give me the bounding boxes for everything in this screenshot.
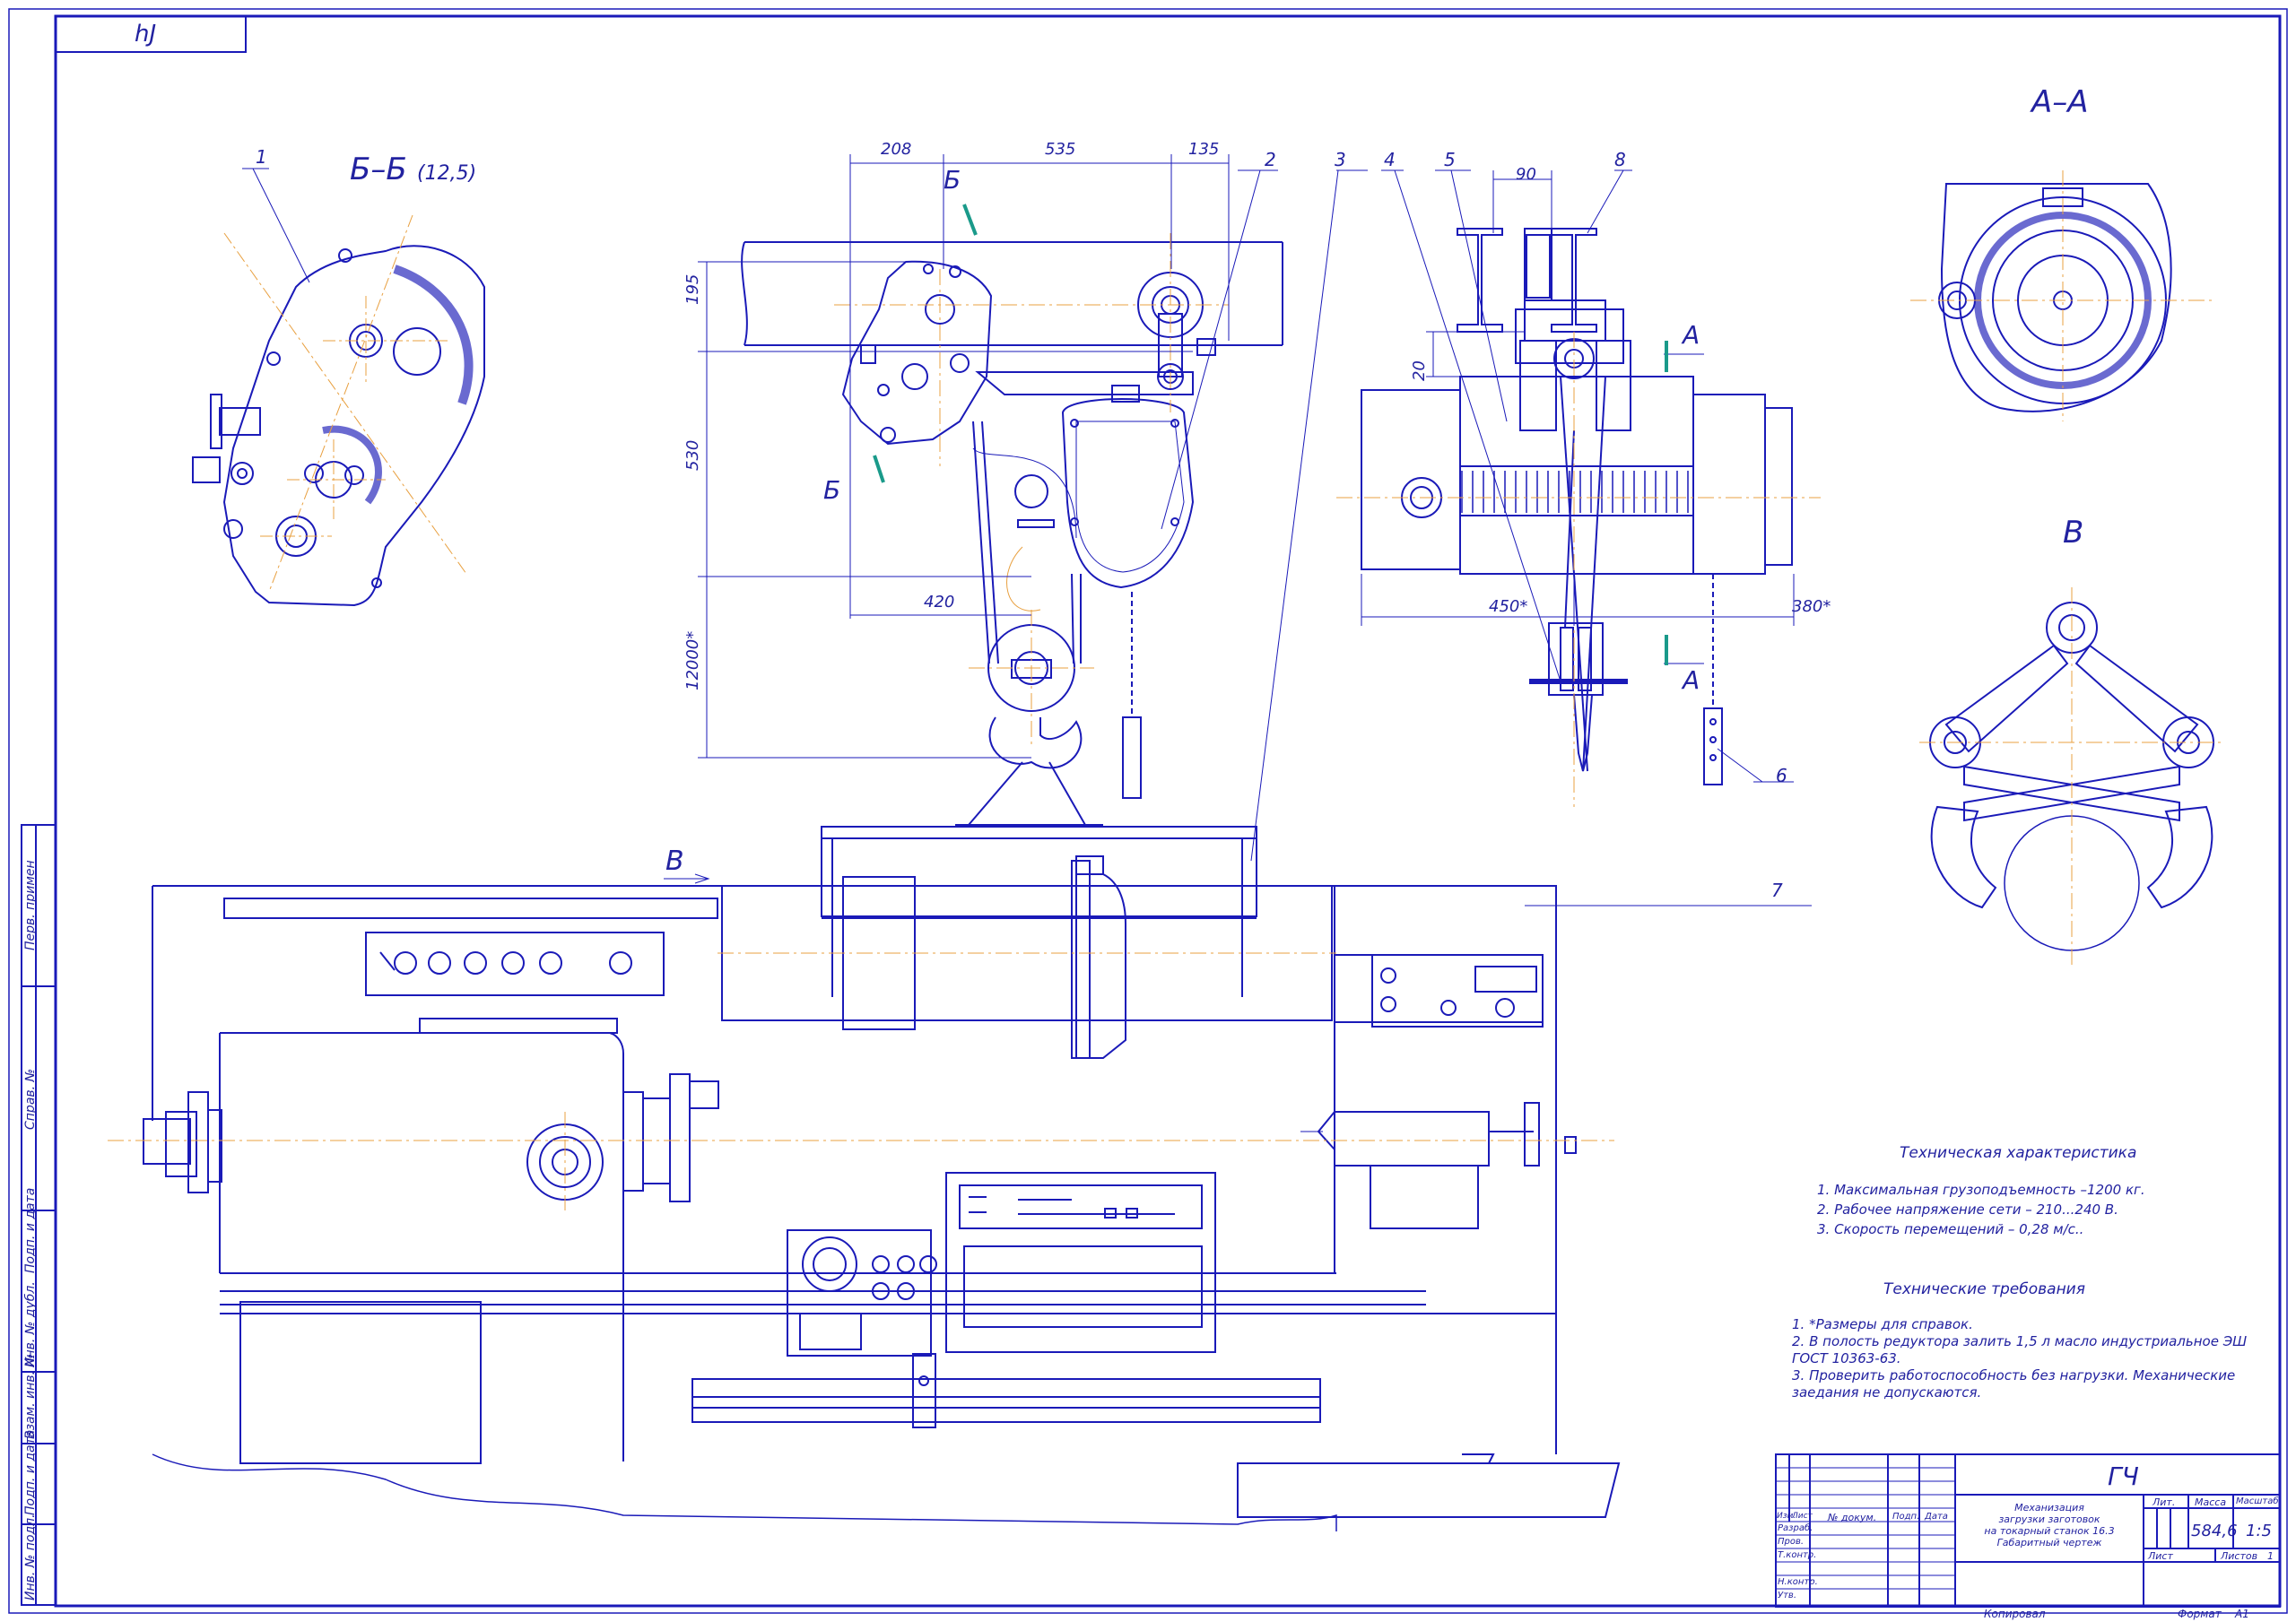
- tech-req-item-2: 2. В полость редуктора залить 1,5 л масл…: [1792, 1333, 2248, 1366]
- leader-8: 8: [1614, 149, 1626, 170]
- side-label-repl-inv: Взам. инв. №: [23, 1354, 38, 1439]
- cut-mark-b-top: Б: [944, 165, 961, 195]
- tb-sheet-label: Лист: [2148, 1550, 2173, 1562]
- tech-req-item-3: 3. Проверить работоспособность без нагру…: [1792, 1367, 2236, 1401]
- side-strip: [21, 824, 57, 1606]
- view-v-arrow-label: В: [665, 846, 684, 877]
- leader-5: 5: [1444, 149, 1456, 170]
- section-bb-gearbox: [192, 245, 485, 607]
- tb-header-date: Дата: [1925, 1512, 1948, 1522]
- section-bb-title: Б–Б: [350, 152, 407, 187]
- tb-header-mass: Масса: [2195, 1496, 2227, 1508]
- dim-12000: 12000*: [683, 631, 702, 690]
- tb-header-izm: Изм.: [1777, 1512, 1796, 1521]
- cut-plane-marks: [873, 204, 1668, 665]
- tech-req-item-1: 1. *Размеры для справок.: [1792, 1316, 1973, 1332]
- dim-530: 530: [683, 440, 702, 471]
- tb-header-list: Лист: [1792, 1512, 1813, 1521]
- side-label-sign-date-2: Подп. и дата: [23, 1430, 38, 1515]
- tech-req-list: 1. *Размеры для справок. 2. В полость ре…: [1792, 1316, 2258, 1401]
- drum-windings: [1461, 471, 1689, 513]
- dim-380: 380*: [1792, 597, 1831, 616]
- leader-1: 1: [256, 146, 267, 168]
- inner-frame: [54, 14, 2282, 1608]
- tb-header-sign: Подп.: [1892, 1512, 1920, 1522]
- tb-sheets-label: Листов: [2221, 1550, 2258, 1562]
- cut-mark-a-bottom: А: [1681, 665, 1700, 695]
- title-block-lines: [1775, 1453, 2281, 1608]
- tech-req-heading: Технические требования: [1883, 1280, 2085, 1298]
- dimension-lines: [242, 154, 1812, 906]
- view-v-title: В: [2063, 515, 2083, 551]
- leader-7: 7: [1771, 880, 1783, 901]
- title-line-4: Габаритный чертеж: [1996, 1537, 2102, 1548]
- dim-90: 90: [1516, 165, 1536, 184]
- leader-4: 4: [1384, 149, 1396, 170]
- tech-char-item-1: 1. Максимальная грузоподъемность –1200 к…: [1817, 1182, 2145, 1198]
- dim-208: 208: [881, 140, 911, 159]
- title-line-2: загрузки заготовок: [1998, 1514, 2100, 1525]
- dim-135: 135: [1188, 140, 1219, 159]
- side-view-hoist: [1361, 228, 1793, 575]
- cut-mark-b-bottom: Б: [823, 475, 840, 505]
- tb-sheets-value: 1: [2267, 1550, 2274, 1562]
- tb-scale-value: 1:5: [2246, 1522, 2272, 1540]
- center-lines: [108, 170, 2224, 1210]
- title-line-1: Механизация: [2014, 1502, 2084, 1514]
- side-label-orig-inv: Инв. № подл.: [23, 1514, 38, 1600]
- leader-6: 6: [1776, 765, 1787, 786]
- tb-header-scale: Масштаб: [2236, 1496, 2279, 1506]
- front-view-hoist: [741, 241, 1283, 826]
- tech-char-item-2: 2. Рабочее напряжение сети – 210...240 В…: [1817, 1201, 2118, 1218]
- section-bb-scale: (12,5): [417, 162, 476, 185]
- side-label-first-use: Перв. примен: [23, 860, 38, 950]
- corner-stamp-box: [55, 15, 247, 53]
- dim-420: 420: [924, 593, 954, 612]
- section-aa: [1938, 183, 2172, 412]
- dim-20: 20: [1410, 360, 1429, 381]
- side-label-ref-no: Справ. №: [23, 1069, 38, 1130]
- cut-mark-a-top: А: [1681, 320, 1700, 350]
- tb-role-norm-control: Н.контр.: [1778, 1577, 1818, 1587]
- corner-stamp: hJ: [135, 21, 156, 48]
- dim-450: 450*: [1489, 597, 1527, 616]
- lathe: [143, 826, 1621, 1531]
- tb-role-approved: Утв.: [1778, 1591, 1796, 1600]
- leader-2: 2: [1265, 149, 1276, 170]
- side-label-dup-inv: Инв. № дубл.: [23, 1281, 38, 1367]
- tb-header-doc: № докум.: [1828, 1512, 1877, 1523]
- side-strip-labels: Перв. примен Справ. № Подп. и дата Инв. …: [23, 860, 38, 1600]
- tech-char-item-3: 3. Скорость перемещений – 0,28 м/с..: [1817, 1221, 2084, 1237]
- tb-role-checked: Пров.: [1778, 1537, 1805, 1547]
- leader-3: 3: [1335, 149, 1346, 170]
- tb-format-label: Формат: [2178, 1608, 2222, 1620]
- side-label-sign-date-1: Подп. и дата: [23, 1188, 38, 1273]
- tb-role-tech-control: Т.контр.: [1778, 1550, 1817, 1560]
- bb-center-lines: [223, 214, 467, 593]
- tb-copied: Копировал: [1984, 1608, 2046, 1620]
- section-aa-title: А–А: [2030, 84, 2089, 120]
- tb-header-lit: Лит.: [2152, 1496, 2176, 1508]
- title-line-3: на токарный станок 16.3: [1984, 1525, 2115, 1537]
- tech-char-heading: Техническая характеристика: [1900, 1144, 2137, 1162]
- tb-format-value: А1: [2235, 1608, 2249, 1620]
- title-block-code: ГЧ: [2108, 1462, 2139, 1491]
- outer-frame: [8, 8, 2288, 1614]
- tb-mass-value: 584,6: [2191, 1522, 2238, 1540]
- dim-535: 535: [1045, 140, 1075, 159]
- dim-195: 195: [683, 274, 702, 305]
- tb-role-developer: Разраб.: [1778, 1523, 1813, 1533]
- title-block-title: Механизация загрузки заготовок на токарн…: [1973, 1502, 2126, 1548]
